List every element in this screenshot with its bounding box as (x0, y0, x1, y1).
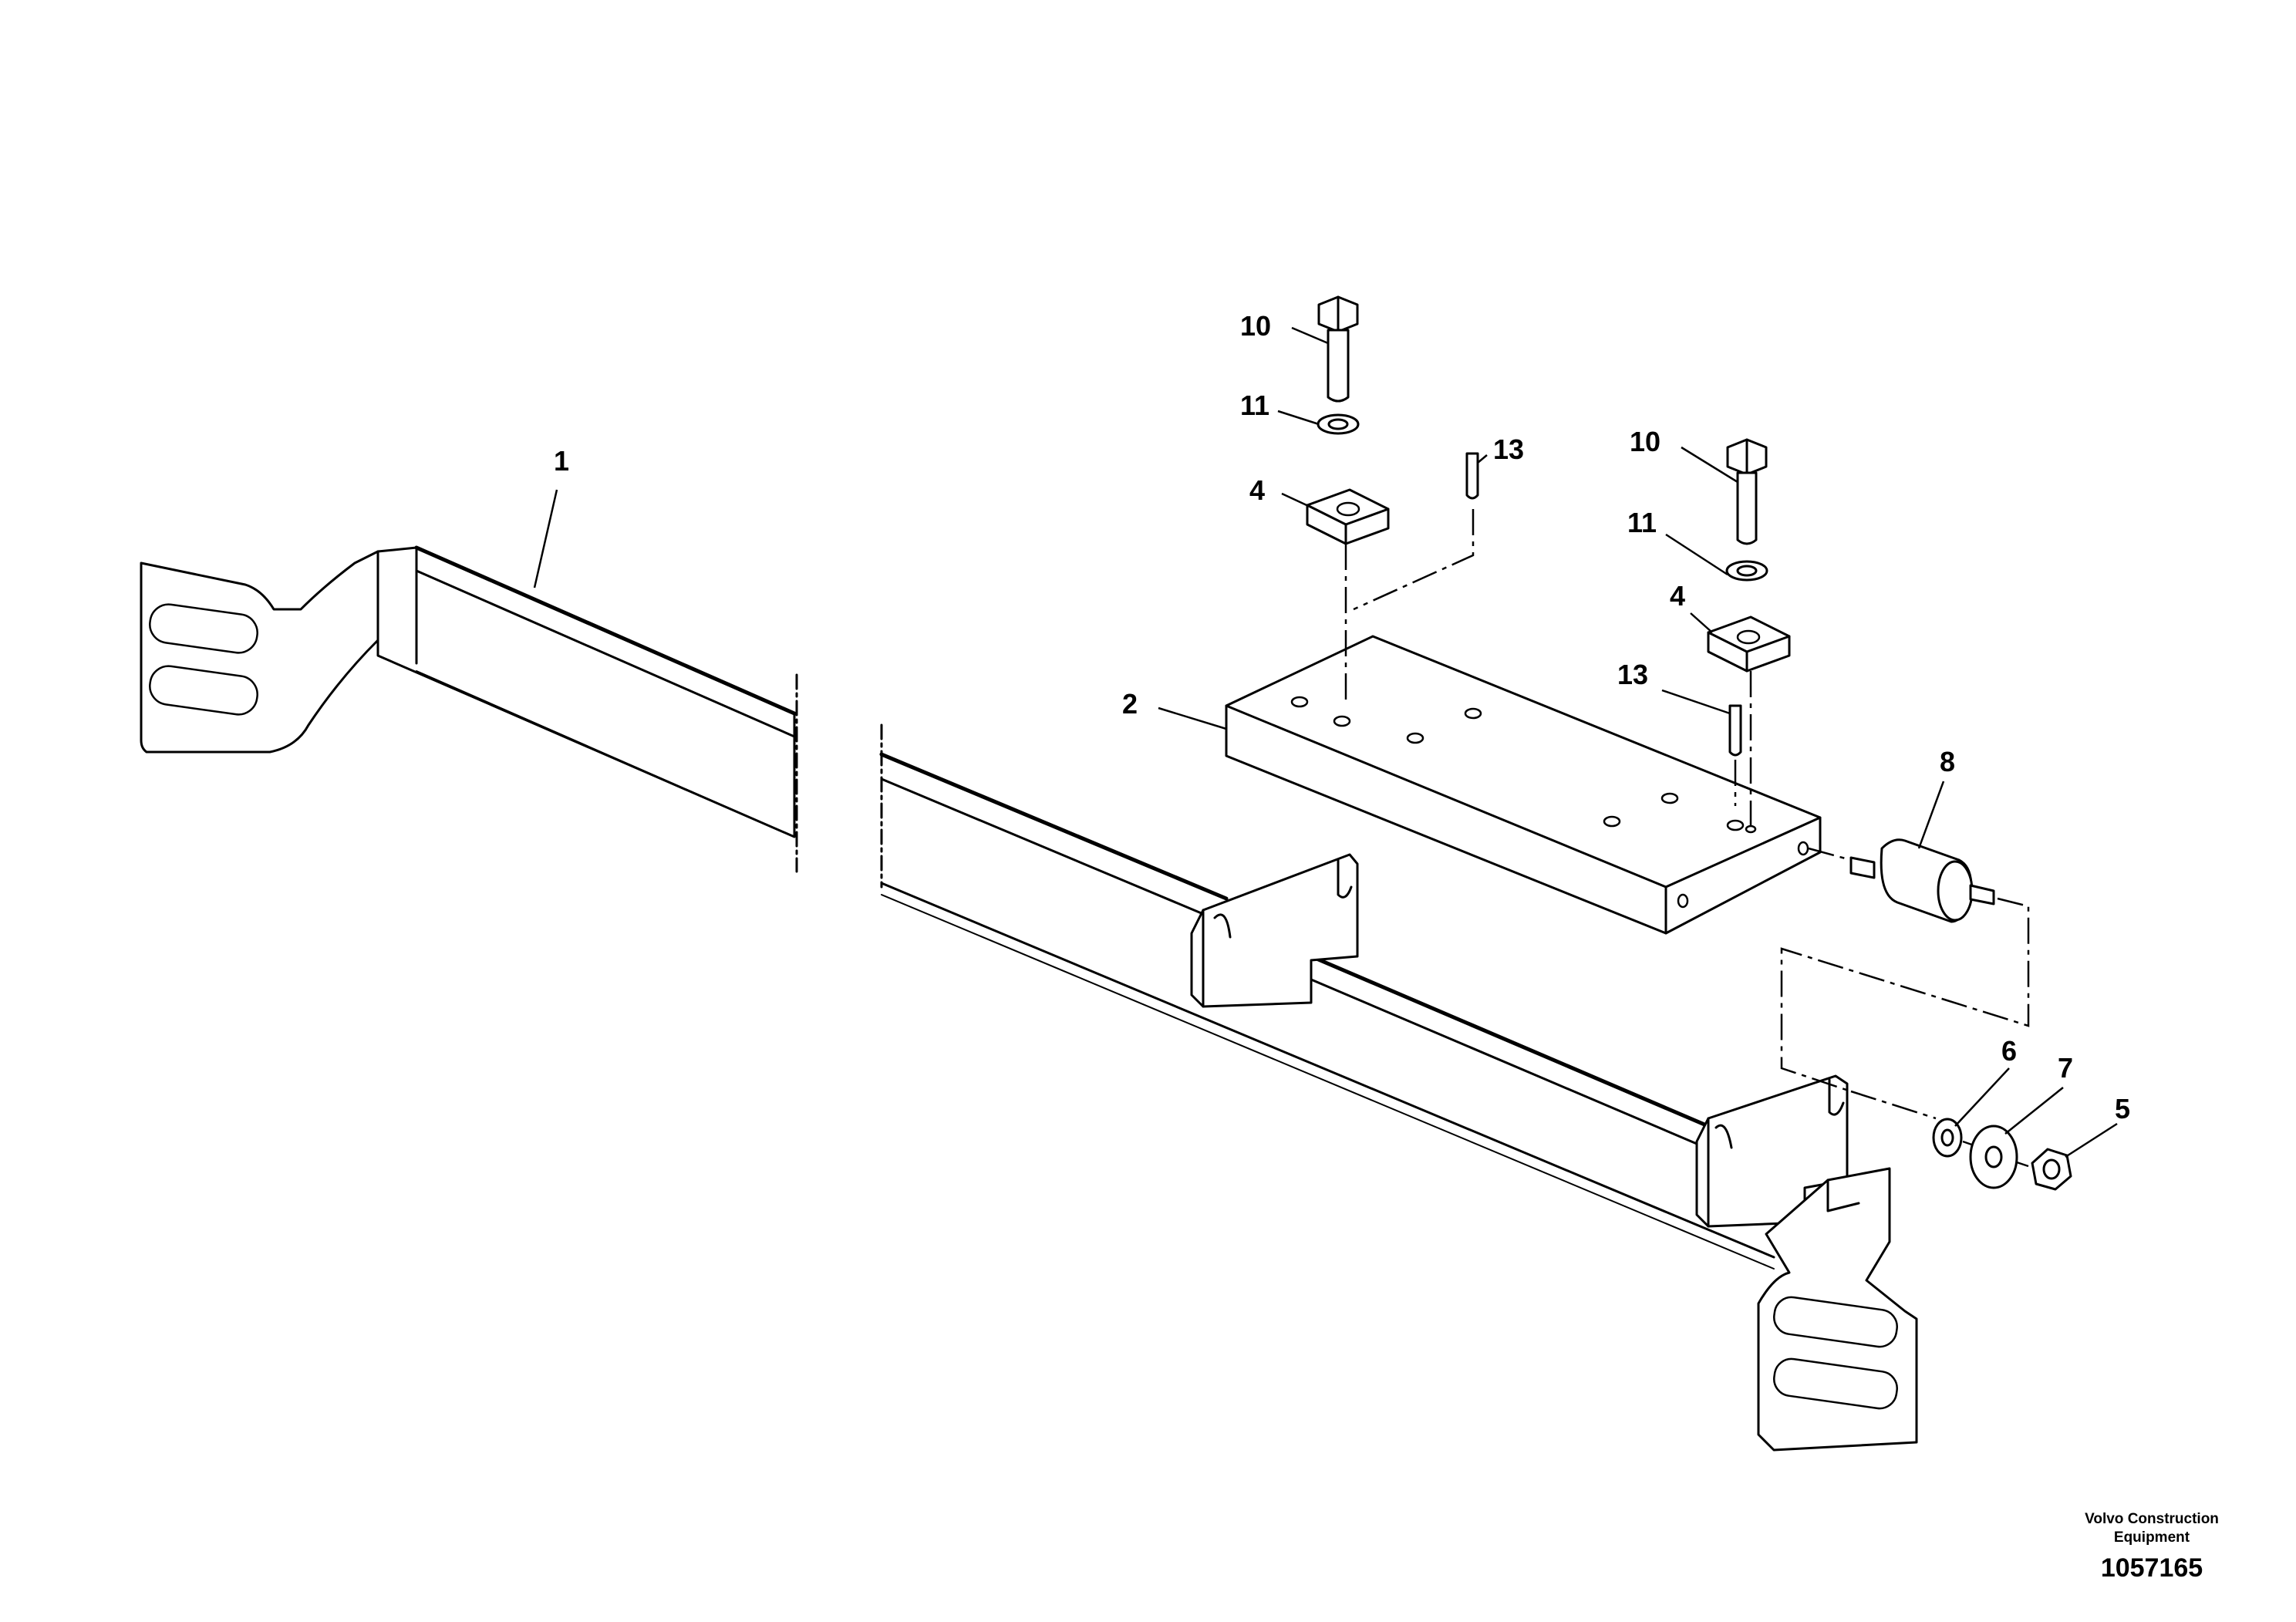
callout-10-left: 10 (1240, 310, 1271, 342)
callout-11-left: 11 (1240, 389, 1269, 421)
drawing-footer: Volvo Construction Equipment 1057165 (2036, 1510, 2267, 1583)
document-number: 1057165 (2100, 1553, 2203, 1583)
callout-13-right: 13 (1617, 659, 1648, 690)
callout-2: 2 (1122, 688, 1138, 720)
callout-4-right: 4 (1670, 580, 1685, 612)
callout-10-right: 10 (1630, 426, 1660, 457)
callout-5: 5 (2115, 1093, 2130, 1125)
callout-labels: 1 2 10 11 4 13 10 11 4 13 8 6 7 5 (554, 310, 2130, 1125)
callout-8: 8 (1940, 746, 1955, 777)
callout-4-left: 4 (1249, 474, 1265, 506)
callout-6: 6 (2001, 1035, 2017, 1067)
company-name-line1: Volvo Construction (2085, 1511, 2219, 1527)
rail-left-segment (140, 545, 798, 873)
fastener-stack-left (1306, 295, 1479, 702)
callout-13-left: 13 (1493, 433, 1524, 465)
fastener-stack-right (1707, 438, 1791, 825)
washer-nut-set (1850, 1090, 2072, 1191)
leader-lines (533, 326, 2118, 1158)
callout-11-right: 11 (1627, 507, 1657, 538)
callout-1: 1 (554, 445, 569, 477)
rubber-mount (1780, 838, 2030, 1093)
callout-7: 7 (2058, 1052, 2073, 1084)
company-name-line2: Equipment (2113, 1529, 2190, 1546)
rail-right-segment (879, 723, 1918, 1452)
